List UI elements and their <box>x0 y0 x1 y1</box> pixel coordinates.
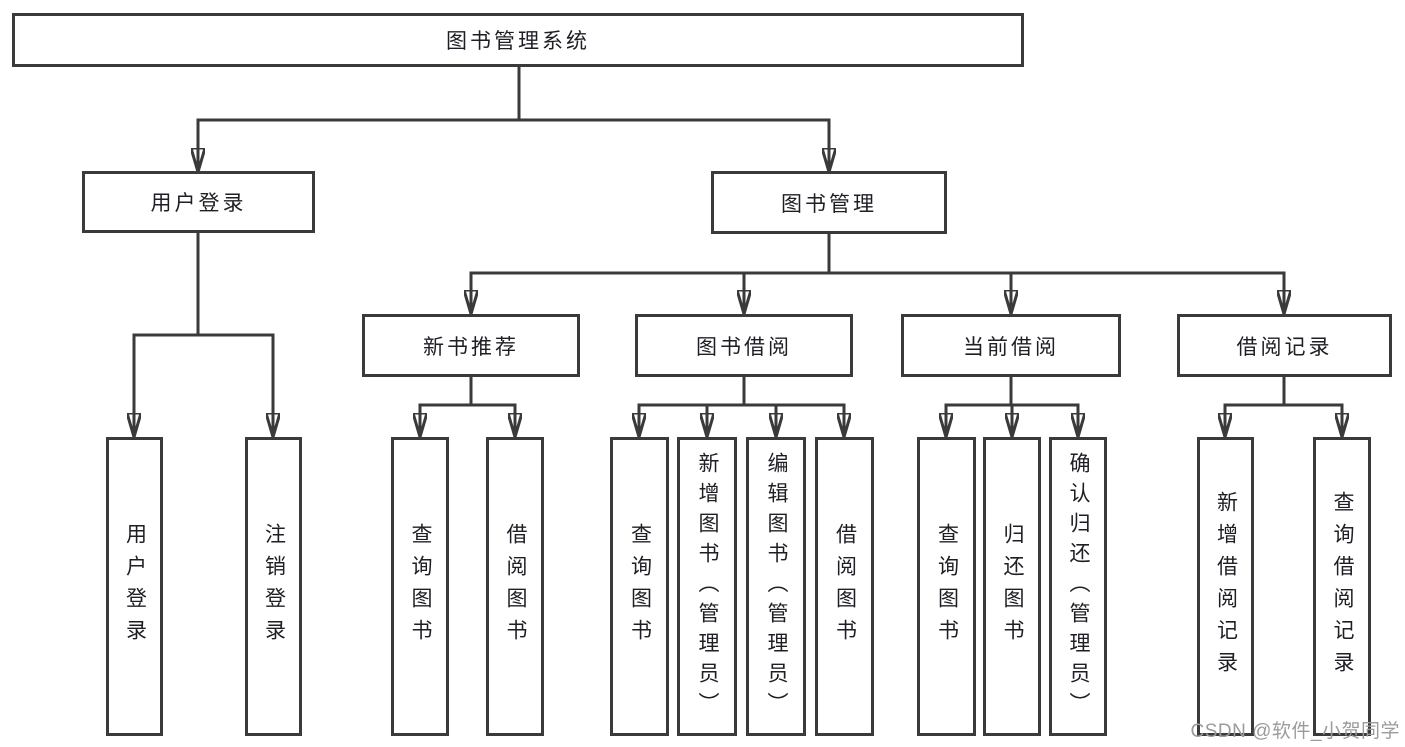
leaf-newbook-borrow-books: 借阅图书 <box>486 437 544 736</box>
leaf-logout: 注销登录 <box>245 437 302 736</box>
node-book-management: 图书管理 <box>711 171 947 234</box>
node-user-login: 用户登录 <box>82 171 315 233</box>
csdn-watermark: CSDN @软件_小贺同学 <box>1190 721 1400 742</box>
node-library-management-system: 图书管理系统 <box>12 13 1024 67</box>
leaf-borrow-query-books: 查询图书 <box>610 437 669 736</box>
node-current-borrow: 当前借阅 <box>901 314 1121 377</box>
leaf-borrow-add-books-admin: 新增图书（管理员） <box>677 437 737 736</box>
leaf-records-add-record: 新增借阅记录 <box>1197 437 1254 736</box>
leaf-current-confirm-return-admin: 确认归还（管理员） <box>1049 437 1107 736</box>
leaf-newbook-query-books: 查询图书 <box>391 437 449 736</box>
leaf-borrow-edit-books-admin: 编辑图书（管理员） <box>746 437 806 736</box>
leaf-borrow-borrow-books: 借阅图书 <box>815 437 874 736</box>
node-book-borrow: 图书借阅 <box>635 314 853 377</box>
tree-connectors <box>134 64 1342 434</box>
leaf-records-query-record: 查询借阅记录 <box>1313 437 1371 736</box>
node-new-book-recommend: 新书推荐 <box>362 314 580 377</box>
leaf-user-login: 用户登录 <box>106 437 163 736</box>
leaf-current-query-books: 查询图书 <box>917 437 976 736</box>
leaf-current-return-books: 归还图书 <box>983 437 1041 736</box>
node-borrow-records: 借阅记录 <box>1177 314 1392 377</box>
